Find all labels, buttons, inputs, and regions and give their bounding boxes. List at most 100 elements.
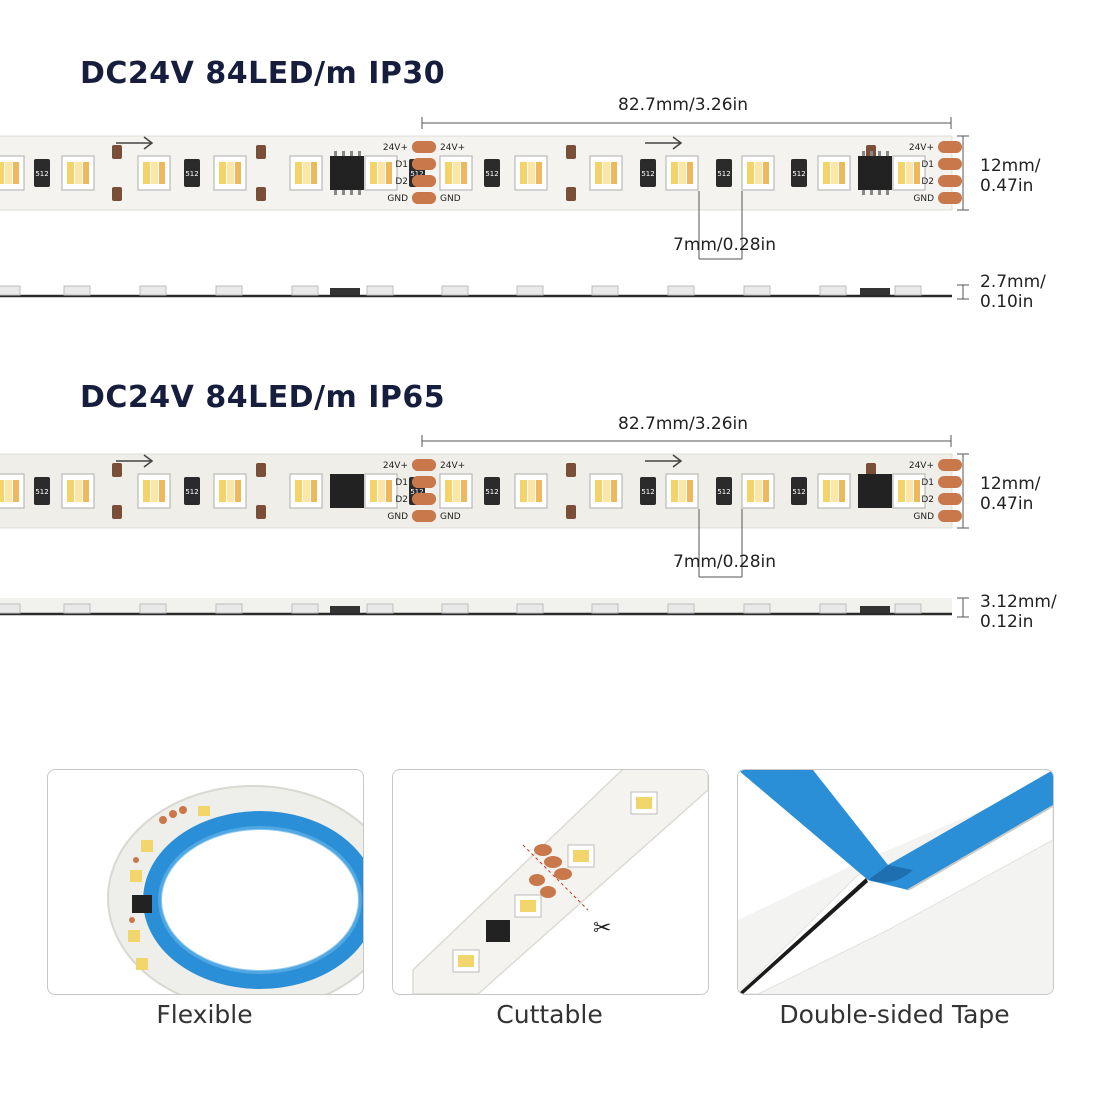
ic-pin xyxy=(358,151,361,156)
led-phosphor xyxy=(378,162,385,184)
led-phosphor xyxy=(83,480,89,502)
led-phosphor xyxy=(671,480,678,502)
side-led xyxy=(516,603,544,614)
cuttable-card: ✂ xyxy=(392,769,709,995)
led-phosphor xyxy=(747,480,754,502)
pad-label: D2 xyxy=(921,177,934,187)
tape-caption: Double-sided Tape xyxy=(779,1000,1010,1029)
led-phosphor xyxy=(914,162,920,184)
ic-pin xyxy=(334,190,337,195)
resistor-code: 512 xyxy=(410,170,423,178)
led-phosphor xyxy=(370,162,377,184)
side-led xyxy=(591,285,619,296)
led-phosphor xyxy=(453,162,460,184)
ip30-thickness-metric: 2.7mm/ xyxy=(980,272,1046,292)
capacitor xyxy=(566,505,576,519)
cuttable-caption: Cuttable xyxy=(496,1000,603,1029)
resistor xyxy=(640,477,656,505)
side-led xyxy=(291,285,319,296)
led-phosphor xyxy=(687,162,693,184)
led-phosphor xyxy=(445,480,452,502)
ic-pin xyxy=(342,151,345,156)
pad-label: GND xyxy=(387,512,408,522)
ic-pin xyxy=(886,151,889,156)
side-led xyxy=(366,285,394,296)
side-led xyxy=(819,603,847,614)
led-phosphor xyxy=(159,480,165,502)
side-led xyxy=(743,603,771,614)
resistor xyxy=(716,159,732,187)
led-phosphor xyxy=(906,162,913,184)
solder-pad xyxy=(938,158,962,170)
ip30-pitch-label: 7mm/0.28in xyxy=(673,235,777,255)
led-phosphor xyxy=(595,480,602,502)
led-phosphor xyxy=(898,480,905,502)
led-phosphor xyxy=(295,480,302,502)
resistor-code: 512 xyxy=(185,488,198,496)
pad-label: GND xyxy=(387,194,408,204)
ip65-segment-length-label: 82.7mm/3.26in xyxy=(618,414,749,434)
side-led xyxy=(139,603,167,614)
led-phosphor xyxy=(906,480,913,502)
pad-label: 24V+ xyxy=(440,143,465,153)
coil-pads xyxy=(129,806,187,923)
capacitor xyxy=(112,187,122,201)
coil-chip xyxy=(132,895,152,913)
side-led xyxy=(63,285,91,296)
side-led xyxy=(366,603,394,614)
led-phosphor xyxy=(227,480,234,502)
led-phosphor xyxy=(386,162,392,184)
led-phosphor xyxy=(603,480,610,502)
side-led xyxy=(667,603,695,614)
resistor xyxy=(791,477,807,505)
solder-pad xyxy=(412,175,436,187)
led-phosphor xyxy=(378,480,385,502)
led-phosphor xyxy=(898,162,905,184)
coil-leds xyxy=(128,806,210,970)
ip65-pitch-label: 7mm/0.28in xyxy=(673,552,777,572)
led-phosphor xyxy=(67,480,74,502)
led-phosphor xyxy=(75,480,82,502)
capacitor xyxy=(256,145,266,159)
side-led xyxy=(441,603,469,614)
side-led xyxy=(516,285,544,296)
led-phosphor xyxy=(839,480,845,502)
pad-label: D2 xyxy=(395,495,408,505)
side-ic xyxy=(330,606,360,613)
cut-strip-chip xyxy=(486,920,510,942)
resistor-code: 512 xyxy=(485,488,498,496)
solder-pad xyxy=(412,141,436,153)
resistor-code: 512 xyxy=(35,170,48,178)
cut-strip-image: ✂ xyxy=(412,770,708,994)
led-phosphor xyxy=(311,480,317,502)
capacitor xyxy=(566,187,576,201)
pad-label: GND xyxy=(913,194,934,204)
led-phosphor xyxy=(235,162,241,184)
ip65-thickness-imperial: 0.12in xyxy=(980,612,1034,632)
ic-pin xyxy=(342,190,345,195)
pad-label: 24V+ xyxy=(909,461,934,471)
solder-pad xyxy=(938,192,962,204)
led-phosphor xyxy=(453,480,460,502)
led-phosphor xyxy=(831,162,838,184)
capacitor xyxy=(112,463,122,477)
ic-pin xyxy=(862,151,865,156)
led-phosphor xyxy=(151,480,158,502)
led-phosphor xyxy=(303,162,310,184)
ic-pin xyxy=(870,190,873,195)
led-phosphor xyxy=(5,480,12,502)
ic-pin xyxy=(350,151,353,156)
led-phosphor xyxy=(679,162,686,184)
ip65-strip-side-view xyxy=(0,598,952,616)
led-phosphor xyxy=(0,162,4,184)
ic-pin xyxy=(334,151,337,156)
led-phosphor xyxy=(386,480,392,502)
resistor-code: 512 xyxy=(185,170,198,178)
led-phosphor xyxy=(67,162,74,184)
led-phosphor xyxy=(528,162,535,184)
led-phosphor xyxy=(536,162,542,184)
ic-pin xyxy=(870,151,873,156)
